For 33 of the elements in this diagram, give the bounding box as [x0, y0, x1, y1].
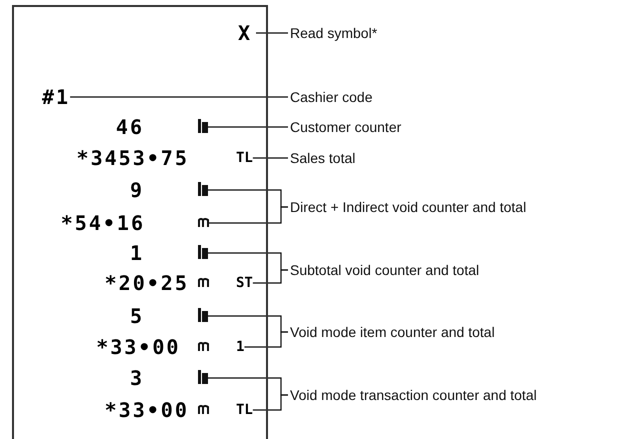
printed-value: 5 [130, 303, 144, 329]
printed-value: *20•25 [104, 270, 189, 296]
printed-value: *54•16 [60, 210, 145, 236]
printed-value: 3 [130, 365, 144, 391]
callout-label: Void mode transaction counter and total [290, 386, 537, 404]
printed-value: *33•00 [96, 334, 180, 360]
printed-value: *33•00 [104, 397, 189, 423]
leader-line [70, 96, 288, 98]
leader-line [208, 126, 288, 128]
callout-label: Subtotal void counter and total [290, 261, 480, 279]
printed-value: 46 [116, 114, 144, 140]
leader-line [252, 157, 288, 159]
callout-label: Sales total [290, 149, 356, 167]
callout-label: Customer counter [290, 118, 402, 136]
leader-line [256, 32, 288, 34]
printed-value: 1 [130, 240, 144, 266]
leader-line [209, 206, 288, 224]
callout-label: Read symbol* [290, 24, 378, 42]
callout-label: Direct + Indirect void counter and total [290, 198, 526, 216]
leader-line [244, 331, 288, 348]
printed-symbol: TL [236, 401, 253, 420]
receipt-printout [12, 5, 268, 439]
printed-symbol: ST [236, 274, 253, 293]
callout-label: Void mode item counter and total [290, 323, 495, 341]
printed-symbol: TL [236, 149, 253, 168]
callout-label: Cashier code [290, 88, 372, 106]
leader-line [252, 269, 288, 284]
printed-value: #1 [42, 84, 70, 110]
printed-value: 9 [130, 177, 144, 203]
printed-value: *3453•75 [76, 145, 189, 171]
printed-value: X [238, 20, 252, 46]
leader-line [252, 394, 288, 411]
printed-symbol: 1 [236, 338, 244, 357]
